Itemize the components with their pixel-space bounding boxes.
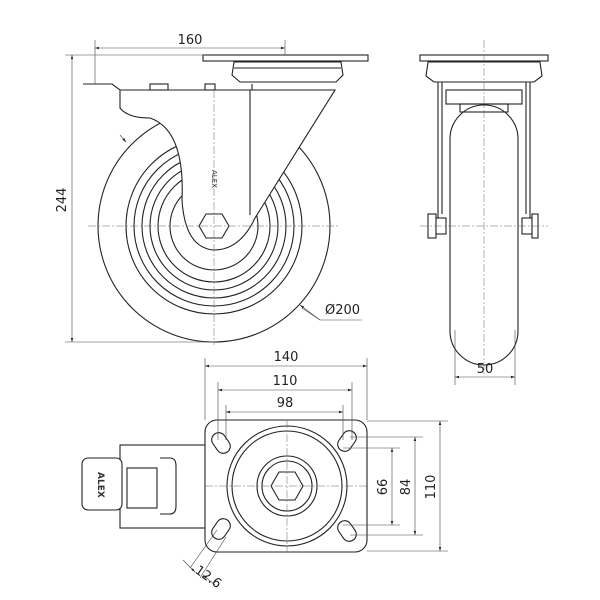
dim-110-horizontal: 110 [273,374,298,389]
brake-lever [83,83,253,91]
dim-98: 98 [277,396,294,411]
mounting-slots [211,430,357,542]
dim-110-vertical: 110 [424,475,439,500]
bottom-view: ALEX 140 110 98 66 [81,350,448,592]
swivel-housing [231,61,344,83]
dim-84: 84 [399,479,414,496]
dim-66: 66 [376,479,391,496]
fork [119,89,336,251]
dim-diameter-200: Ø200 [325,303,360,318]
dim-244: 244 [55,188,70,213]
alex-logo: ALEX [95,472,105,498]
dim-160: 160 [178,33,203,48]
top-plate [202,54,369,62]
side-view: ALEX 160 244 Ø200 [55,33,369,345]
front-view: 50 [419,40,549,385]
dim-12-6: 12.6 [192,563,224,592]
dim-140: 140 [274,350,299,365]
dim-50: 50 [477,362,494,377]
brake-pedal [81,457,123,511]
